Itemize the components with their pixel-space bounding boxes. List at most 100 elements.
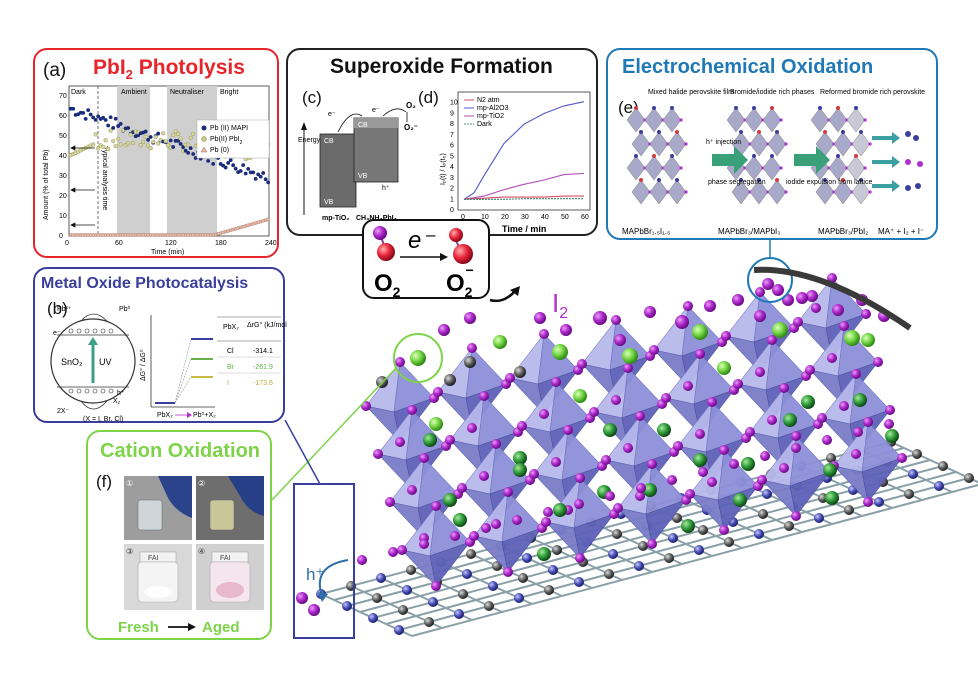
a-point-mapi — [86, 108, 91, 113]
legend-al2o3: mp-Al2O3 — [477, 105, 509, 112]
panel-b-title: Metal Oxide Photocatalysis — [41, 275, 249, 292]
a-point-pbi2 — [148, 146, 153, 151]
a-point-pbi2 — [141, 139, 146, 145]
b-hole: h⁺ — [117, 390, 125, 397]
cb-label-mapi: CB — [358, 122, 368, 129]
a-point-pbi2 — [101, 144, 106, 149]
a-point-pbi2 — [173, 129, 178, 134]
a-point-mapi — [246, 166, 251, 171]
a-point-mapi — [258, 174, 263, 179]
panel-e-title: Electrochemical Oxidation — [622, 56, 874, 78]
a-point-pbi2 — [106, 146, 111, 152]
a-point-mapi — [88, 112, 93, 117]
a-point-mapi — [171, 145, 176, 149]
d-series-line — [463, 101, 585, 200]
panel-f-photos: ① ② FAI ③ FAI ④ Fresh Aged — [118, 476, 264, 636]
a-point-pbi2 — [111, 139, 116, 144]
jar-label-2: FAI — [220, 555, 231, 562]
legend-tio2: mp-TiO2 — [477, 113, 504, 120]
a-point-mapi — [156, 131, 161, 136]
a-point-pbi2 — [156, 141, 161, 146]
superoxide-title: Superoxide Formation — [330, 55, 553, 78]
a-point-pbi2 — [188, 135, 193, 140]
a-point-mapi — [226, 161, 231, 165]
superoxide-curved-arrow — [489, 286, 520, 303]
d-ytick: 8 — [450, 121, 454, 128]
a-point-mapi — [241, 163, 246, 168]
panel-e-schematic: Mixed halide perovskite film Bromide/iod… — [622, 89, 925, 236]
a-point-mapi — [261, 171, 266, 175]
o2minus-molecule-atom-1 — [449, 228, 463, 242]
e-lattice-3 — [810, 106, 872, 205]
atoms — [357, 273, 907, 591]
legend-n2: N2 atm — [477, 97, 500, 104]
a-point-pbi2 — [161, 131, 166, 136]
e-arrow1-text2: phase segregation — [708, 179, 766, 186]
vb-label-tio2: VB — [324, 199, 334, 206]
a-point-pbi2 — [186, 142, 191, 147]
x2: X₂ — [113, 398, 121, 405]
o2minus-molecule-atom-2 — [453, 244, 473, 264]
gibbs-table: PbX₂ ΔrG° (kJ/mol) Cl -314.1 Br -261.9 I… — [217, 316, 287, 387]
panel-a-xlabel: Time (min) — [151, 249, 184, 256]
a-point-pbi2 — [108, 128, 113, 133]
a-point-pbi2 — [96, 146, 101, 151]
reaction-o2: O2 — [374, 270, 401, 300]
table-cell: -173.6 — [253, 380, 273, 387]
table-cell: Br — [227, 364, 235, 371]
a-ytick: 0 — [59, 233, 63, 240]
a-point-pbi2 — [153, 134, 158, 140]
e-bottom-label-4: MA⁺ + I₂ + I⁻ — [878, 227, 924, 236]
table-cell: -314.1 — [253, 348, 273, 355]
a-point-mapi — [106, 123, 111, 128]
superoxide-reaction-box: e⁻ O2 O2− — [362, 219, 490, 300]
panel-a-label: (a) — [43, 60, 67, 81]
region-ambient: Ambient — [121, 89, 147, 96]
a-point-mapi — [188, 146, 193, 151]
a-point-mapi — [206, 159, 211, 163]
legend-dark: Dark — [477, 121, 492, 128]
a-ytick: 70 — [59, 93, 67, 100]
pb2-left: Pb²⁺ — [57, 306, 72, 313]
e-arrow1-text1: h⁺ injection — [706, 139, 741, 146]
o2-molecule-atom-1 — [373, 226, 387, 240]
panel-e-callout — [747, 240, 912, 331]
e-bottom-label-3: MAPbBr₃/PbI₂ — [818, 227, 868, 236]
table-header-dg: ΔrG° (kJ/mol) — [247, 321, 287, 329]
table-cell: Cl — [227, 348, 234, 355]
d-ytick: 1 — [450, 196, 454, 203]
panel-a-ylabel: Amount (% of total Pb) — [43, 150, 50, 220]
region-bright: Bright — [220, 89, 238, 96]
a-point-pbi2 — [116, 136, 121, 142]
a-point-mapi — [101, 115, 106, 120]
panel-e-electrochemical-oxidation: Electrochemical Oxidation (e) Mixed hali… — [606, 48, 938, 240]
panel-f-label: (f) — [96, 472, 113, 491]
a-point-mapi — [251, 170, 256, 175]
table-cell: I — [227, 380, 229, 387]
a-point-mapi — [211, 161, 216, 166]
a-point-mapi — [108, 115, 113, 120]
e-arrow2-text: iodide expulsion from lattice — [786, 179, 872, 186]
a-point-mapi — [266, 180, 271, 185]
hole-label-c: h⁺ — [382, 185, 390, 192]
sno2-particle — [50, 318, 136, 404]
region-neutraliser: Neutraliser — [170, 89, 205, 96]
a-point-pbi2 — [191, 131, 196, 136]
a-point-mapi — [116, 124, 121, 128]
a-point-pbi2 — [128, 132, 133, 137]
a-point-pbi2 — [118, 142, 123, 147]
a-point-mapi — [146, 138, 151, 142]
a-point-mapi — [83, 116, 88, 121]
a-point-mapi — [93, 117, 98, 122]
a-point-mapi — [111, 126, 116, 130]
o2-molecule-atom-2 — [377, 243, 395, 261]
a-xtick: 240 — [265, 240, 277, 247]
d-ytick: 2 — [450, 186, 454, 193]
b-ylabel: ΔG° / ΔG⁰ — [139, 349, 147, 381]
a-point-mapi — [253, 176, 258, 181]
d-series-line — [463, 172, 585, 200]
d-ytick: 3 — [450, 175, 454, 182]
a-ytick: 40 — [59, 153, 67, 160]
panel-b-schematic: UV SnO₂ Pb²⁺ Pb⁰ e⁻ h⁺ 2X⁻ X₂ (X = I, Br… — [50, 305, 287, 423]
a-point-pbi2 — [126, 141, 131, 146]
